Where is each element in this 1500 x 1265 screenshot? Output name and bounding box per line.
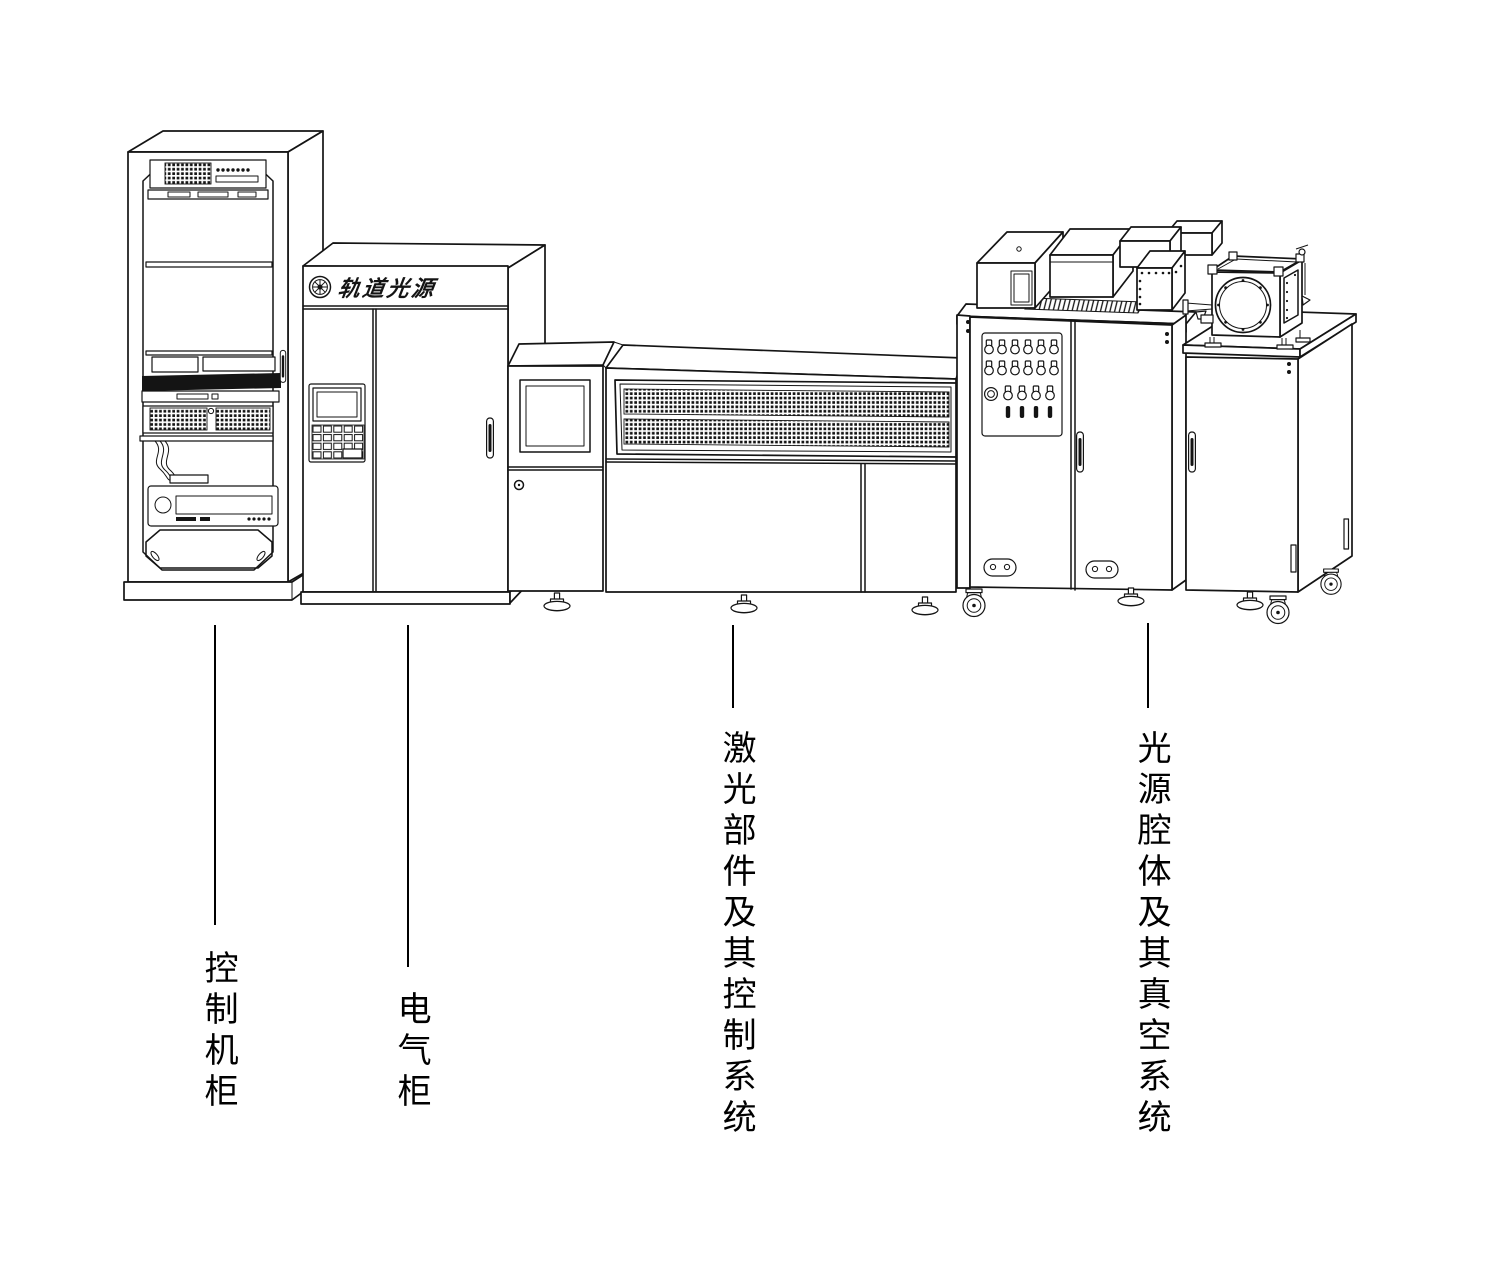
cart-door-handle	[1187, 431, 1197, 473]
label-control-cabinet: 控制机柜	[198, 950, 239, 1114]
chamber-legs	[1204, 330, 1311, 350]
rack-server-unit	[147, 159, 269, 200]
vent-grille	[614, 379, 957, 458]
leader-lines	[214, 623, 1149, 967]
tower-window	[519, 379, 591, 453]
rack-door-handle	[279, 349, 287, 383]
label-electrical-cabinet: 电气柜	[391, 991, 432, 1114]
leveling-foot	[911, 596, 939, 616]
rack-shelf	[145, 261, 273, 268]
caster-wheel	[1266, 595, 1290, 625]
rack-cables	[154, 440, 209, 484]
cabinet-door-handle	[486, 417, 494, 459]
label-light-source-vacuum: 光源腔体及其真空系统	[1131, 730, 1172, 1140]
chamber-flange	[1214, 276, 1272, 334]
door-lock	[513, 479, 525, 491]
logo-text: 轨道光源	[336, 276, 439, 302]
caster-wheel	[1320, 568, 1342, 595]
leveling-foot	[1117, 587, 1145, 607]
rack-keyboard-tray	[141, 356, 281, 403]
chamber-side-door	[1283, 269, 1299, 324]
hinge	[1290, 544, 1297, 573]
laser-module-illustration	[507, 341, 964, 616]
pump-cabinet-illustration	[956, 220, 1223, 618]
rack-vented-unit	[142, 405, 274, 434]
chamber-valve-fittings	[1200, 244, 1311, 324]
control-cabinet-illustration	[123, 130, 324, 601]
label-laser-module: 激光部件及其控制系统	[716, 730, 757, 1140]
rack-bottom-panel	[145, 529, 273, 569]
caster-wheel	[962, 588, 986, 618]
wheel-logo-icon	[308, 275, 332, 299]
top-equipment-boxes	[976, 220, 1223, 311]
rack-shelf	[145, 350, 273, 356]
vacuum-chamber	[1200, 244, 1311, 338]
leveling-foot	[730, 594, 758, 614]
gauge-panel	[981, 332, 1063, 437]
leveling-foot	[543, 592, 571, 612]
rack-shelf	[139, 435, 274, 442]
vacuum-cart-illustration	[1182, 244, 1357, 625]
pump-cabinet-handle	[1075, 431, 1085, 473]
leveling-foot	[1236, 591, 1264, 611]
cabinet-keypad-panel	[308, 383, 366, 463]
hinge	[1343, 518, 1350, 550]
rack-instrument-unit	[147, 485, 279, 527]
